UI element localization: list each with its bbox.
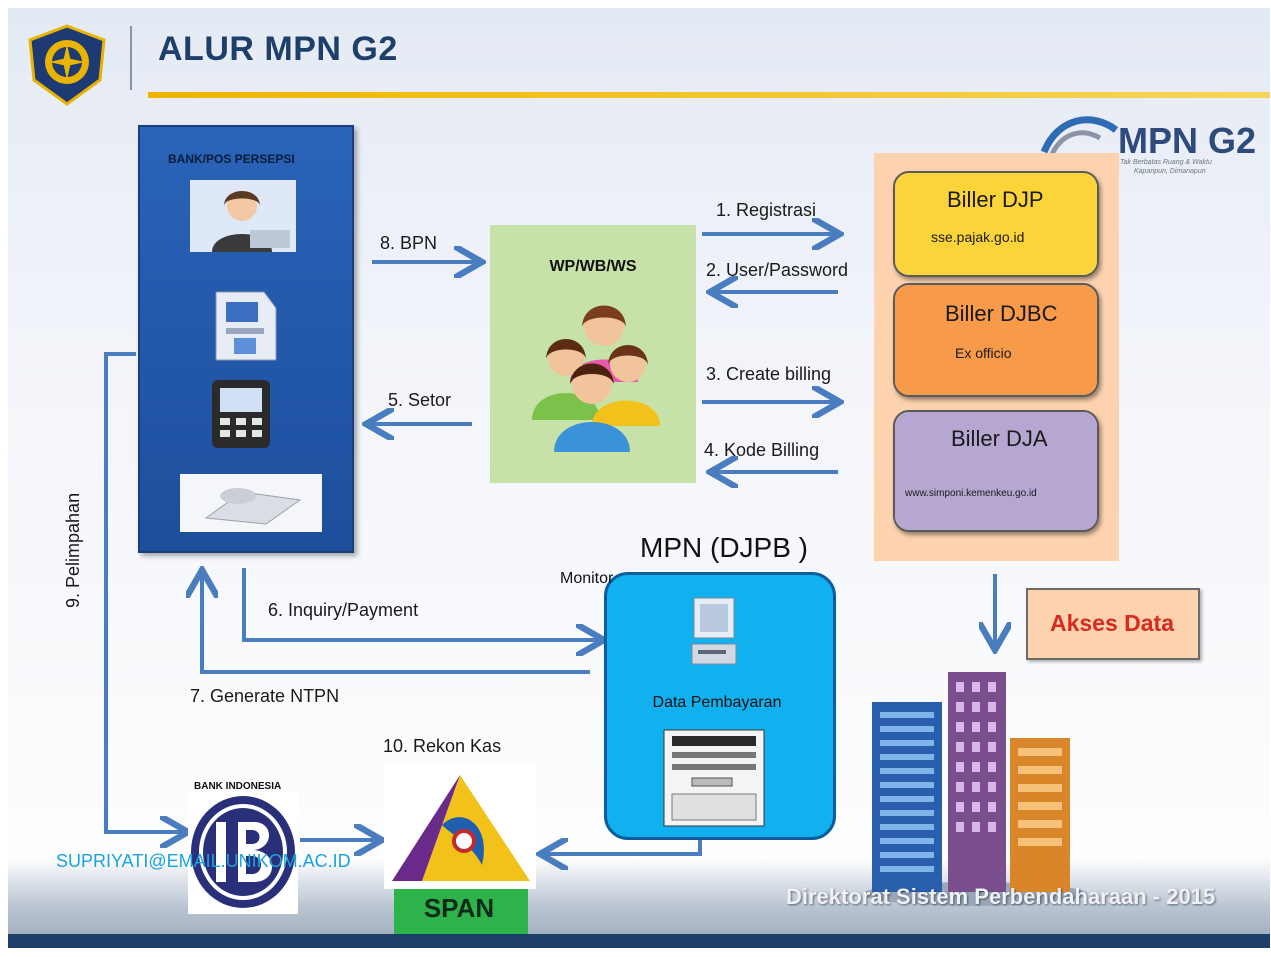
buildings-icon	[863, 672, 1087, 906]
biller-djbc-card: Biller DJBC Ex officio	[893, 283, 1099, 397]
biller-djp-card: Biller DJP sse.pajak.go.id	[893, 171, 1099, 277]
brand-name: MPN G2	[1118, 120, 1257, 161]
footer-text: Direktorat Sistem Perbendaharaan - 2015	[786, 884, 1216, 909]
biller-djp-fill	[895, 173, 1097, 275]
flow-label-rekon-kas: 10. Rekon Kas	[383, 736, 502, 756]
users-group-icon	[532, 305, 660, 452]
flow-label-user-password: 2. User/Password	[706, 260, 849, 280]
email-watermark: SUPRIYATI@EMAIL.UNIKOM.AC.ID	[56, 851, 351, 871]
arrow-pelimpahan	[104, 352, 184, 832]
flow-label-pelimpahan: 9. Pelimpahan	[63, 492, 83, 608]
biller-djbc-fill	[895, 285, 1097, 395]
mpn-swoosh-icon	[1040, 116, 1118, 156]
monitor-label: Monitor	[560, 570, 614, 587]
biller-djp-title: Biller DJP	[947, 187, 1044, 212]
arrow-inquiry-payment	[242, 568, 600, 640]
akses-data-box	[1026, 588, 1200, 660]
biller-dja-url: www.simponi.kemenkeu.go.id	[905, 488, 1037, 499]
flow-label-kode-billing: 4. Kode Billing	[704, 440, 820, 460]
bank-pos-title: BANK/POS PERSEPSI	[168, 152, 295, 166]
akses-data-label: Akses Data	[1049, 610, 1175, 636]
mpn-djpb-title: MPN (DJPB )	[640, 532, 808, 563]
title-separator	[130, 26, 132, 90]
title-underline	[148, 92, 1270, 98]
atm-icon	[204, 290, 282, 362]
flow-label-inquiry-payment: 6. Inquiry/Payment	[268, 600, 419, 620]
kemenkeu-logo-icon	[28, 24, 106, 106]
bank-indonesia-logo-icon	[188, 792, 298, 914]
biller-djp-url: sse.pajak.go.id	[931, 229, 1025, 245]
flow-label-bpn: 8. BPN	[380, 233, 438, 253]
flow-label-generate-ntpn: 7. Generate NTPN	[190, 686, 340, 706]
span-label: SPAN	[423, 893, 495, 923]
wp-wb-ws-title: WP/WB/WS	[549, 258, 637, 275]
flow-label-registrasi: 1. Registrasi	[716, 200, 817, 220]
internet-banking-icon	[180, 474, 322, 532]
page-title: ALUR MPN G2	[158, 30, 398, 68]
edc-terminal-icon	[208, 378, 276, 450]
biller-dja-fill	[895, 412, 1097, 530]
span-logo-icon	[384, 765, 536, 945]
teller-icon	[190, 180, 296, 252]
slide: ALUR MPN G2 MPN G2 Tak Berbatas Ruang & …	[8, 8, 1270, 948]
data-pembayaran-label: Data Pembayaran	[652, 694, 782, 711]
flow-label-setor: 5. Setor	[388, 390, 452, 410]
biller-dja-title: Biller DJA	[951, 426, 1048, 451]
bottom-bar	[8, 934, 1270, 948]
arrow-generate-ntpn	[202, 574, 590, 674]
brand-tagline-line: Kapanpun, Dimanapun	[1134, 168, 1206, 175]
database-icon	[663, 729, 765, 827]
biller-djbc-title: Biller DJBC	[945, 301, 1058, 326]
biller-dja-card: Biller DJA www.simponi.kemenkeu.go.id	[893, 410, 1099, 532]
flow-label-create-billing: 3. Create billing	[706, 364, 832, 384]
brand-tagline-line: Tak Berbatas Ruang & Waktu	[1120, 159, 1212, 166]
computer-icon	[691, 597, 737, 665]
biller-djbc-subtitle: Ex officio	[955, 345, 1012, 361]
brand-tagline: Tak Berbatas Ruang & Waktu Kapanpun, Dim…	[1120, 158, 1270, 176]
bank-indonesia-label: BANK INDONESIA	[194, 781, 282, 792]
